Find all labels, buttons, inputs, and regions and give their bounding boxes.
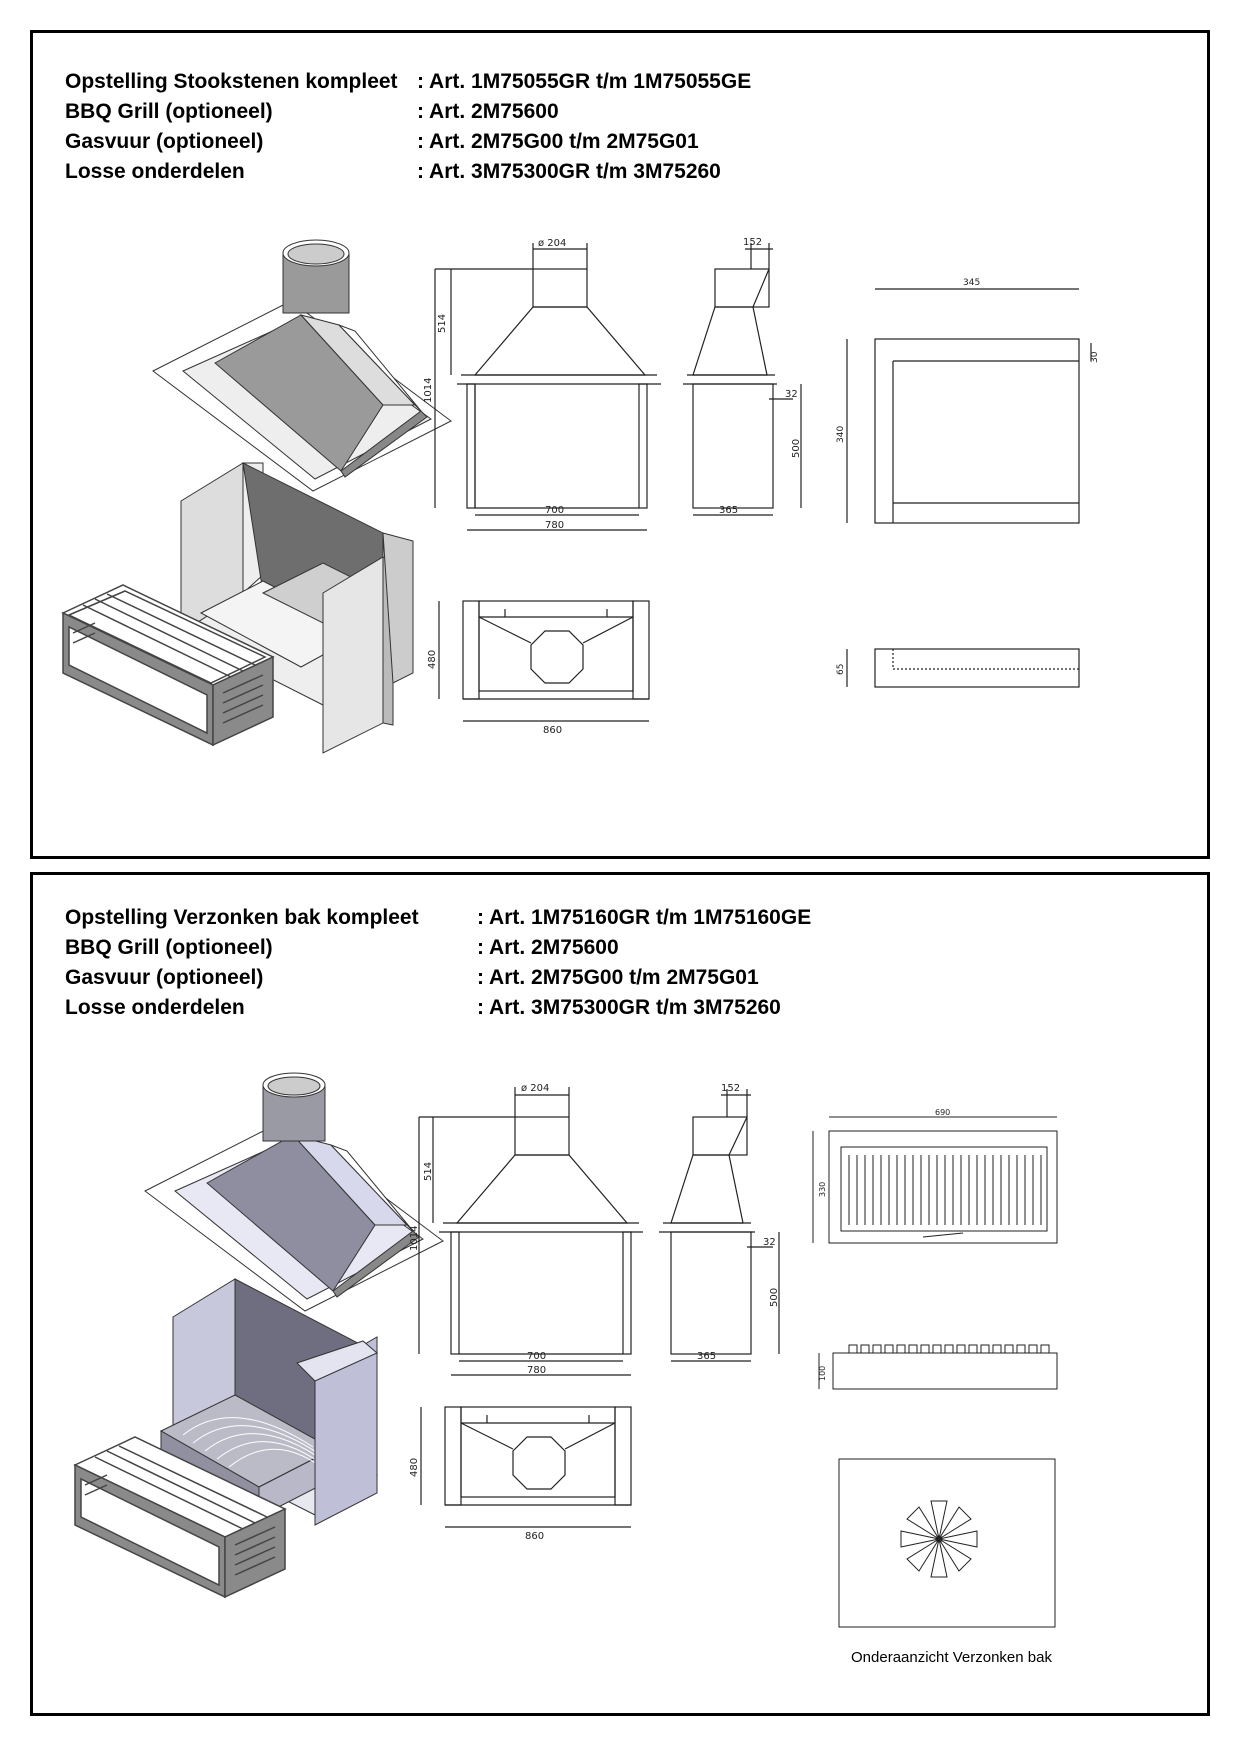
side-view-drawing [683,243,802,516]
spec-list: Opstelling Stookstenen kompleet : Art. 1M… [65,67,751,187]
side-view-drawing [659,1089,780,1362]
top-view-drawing [420,1406,632,1528]
spec-row: Losse onderdelen : Art. 3M75300GR t/m 3M7… [65,993,811,1023]
dim-bak-depth: 330 [818,1182,827,1197]
dim-bak-width: 690 [935,1108,950,1117]
dim-tray-height: 65 [836,664,846,675]
spec-row: Opstelling Stookstenen kompleet : Art. 1M… [65,67,751,97]
spec-row: Opstelling Verzonken bak kompleet : Art. … [65,903,811,933]
underside-caption: Onderaanzicht Verzonken bak [851,1649,1052,1666]
isometric-bbq-grill-illustration [73,1436,287,1599]
dim-total-height: 1014 [409,1226,420,1251]
dim-tray-width: 345 [963,278,980,288]
dim-total-height: 1014 [423,378,434,403]
bak-underside-drawing [838,1458,1056,1628]
isometric-firebox-illustration [179,462,414,754]
spec-value: : Art. 1M75055GR t/m 1M75055GE [417,70,752,93]
top-view-drawing [438,600,650,722]
dim-top-width: 860 [525,1531,544,1542]
spec-row: Gasvuur (optioneel) : Art. 2M75G00 t/m 2M… [65,963,811,993]
spec-label: Gasvuur (optioneel) [65,130,264,153]
dim-inner-width: 700 [545,505,564,516]
spec-value: : Art. 2M75600 [417,100,559,123]
spec-row: BBQ Grill (optioneel) : Art. 2M75600 [65,933,811,963]
dim-tray-depth: 340 [836,426,846,443]
dim-top-width: 860 [543,725,562,736]
dim-depth: 365 [697,1351,716,1362]
spec-label: BBQ Grill (optioneel) [65,100,273,123]
spec-value: : Art. 1M75160GR t/m 1M75160GE [477,906,812,929]
dim-tray-edge: 30 [1090,351,1100,363]
spec-list: Opstelling Verzonken bak kompleet : Art. … [65,903,811,1023]
dim-top-depth: 480 [427,650,438,669]
dim-hood-height: 514 [423,1162,434,1181]
dim-side-small: 32 [785,389,798,400]
spec-value: : Art. 2M75G00 t/m 2M75G01 [417,130,699,153]
isometric-bbq-grill-illustration [61,584,275,747]
dim-side-chimney: 152 [721,1083,740,1094]
spec-label: Opstelling Verzonken bak kompleet [65,906,419,929]
dim-depth: 365 [719,505,738,516]
spec-label: BBQ Grill (optioneel) [65,936,273,959]
bak-side-view-drawing [818,1344,1058,1390]
front-view-drawing [418,1087,643,1376]
tray-top-view-drawing [846,288,1092,524]
spec-row: Gasvuur (optioneel) : Art. 2M75G00 t/m 2M… [65,127,751,157]
dim-side-small: 32 [763,1237,776,1248]
bak-top-view-drawing [812,1116,1058,1244]
front-view-drawing [434,243,661,531]
dim-chimney-diameter: ø 204 [521,1083,549,1094]
spec-value: : Art. 3M75300GR t/m 3M75260 [417,160,721,183]
isometric-hood-illustration [152,239,452,492]
dim-top-depth: 480 [409,1458,420,1477]
dim-outer-width: 780 [545,520,564,531]
dim-outer-width: 780 [527,1365,546,1376]
spec-value: : Art. 2M75600 [477,936,619,959]
spec-row: BBQ Grill (optioneel) : Art. 2M75600 [65,97,751,127]
spec-value: : Art. 2M75G00 t/m 2M75G01 [477,966,759,989]
spec-label: Losse onderdelen [65,160,245,183]
spec-row: Losse onderdelen : Art. 3M75300GR t/m 3M7… [65,157,751,187]
panel-verzonken-bak: Opstelling Verzonken bak kompleet : Art. … [30,872,1210,1716]
spec-label: Gasvuur (optioneel) [65,966,264,989]
dim-hood-height: 514 [437,314,448,333]
spec-label: Losse onderdelen [65,996,245,1019]
isometric-hood-illustration [144,1072,444,1312]
technical-drawing: ø 204 514 1014 700 780 152 32 500 365 [61,237,1100,754]
spec-value: : Art. 3M75300GR t/m 3M75260 [477,996,781,1019]
panel-stookstenen: Opstelling Stookstenen kompleet : Art. 1M… [30,30,1210,859]
dim-side-height: 500 [791,439,802,458]
dim-inner-width: 700 [527,1351,546,1362]
dim-bak-height: 100 [818,1366,827,1381]
dim-side-chimney: 152 [743,237,762,248]
tray-side-view-drawing [846,648,1080,688]
spec-label: Opstelling Stookstenen kompleet [65,70,398,93]
dim-side-height: 500 [769,1288,780,1307]
technical-drawing: ø 204 514 1014 700 780 152 32 500 365 [73,1072,1058,1628]
dim-chimney-diameter: ø 204 [538,238,566,249]
